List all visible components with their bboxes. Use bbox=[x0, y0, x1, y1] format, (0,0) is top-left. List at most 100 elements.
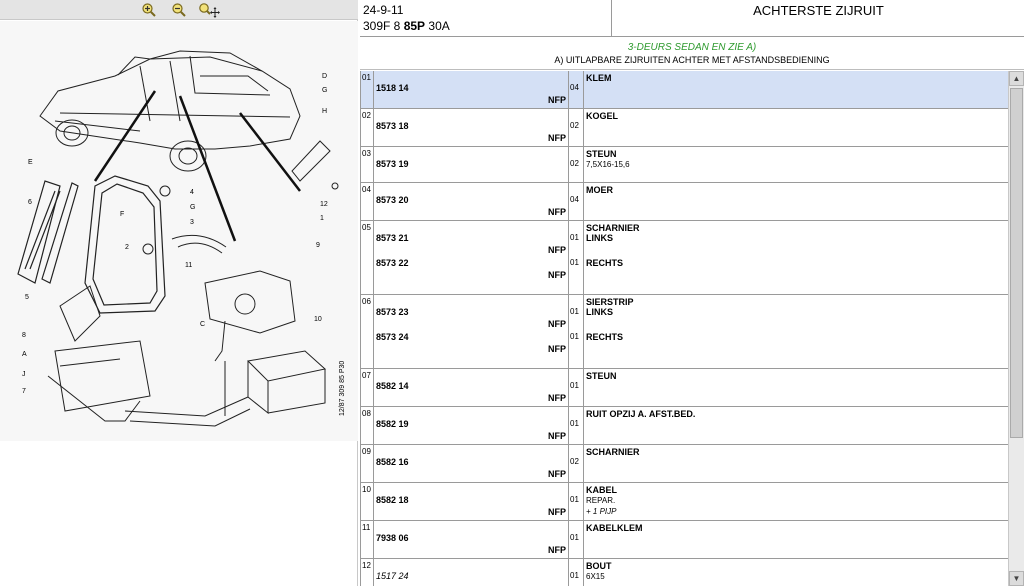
part-number[interactable]: 7938 06 bbox=[376, 533, 409, 543]
nfp-flag: NFP bbox=[548, 393, 566, 403]
row-index: 03 bbox=[361, 147, 374, 182]
description-detail: + 1 PIJP bbox=[586, 507, 617, 516]
quantity-cell: 02 bbox=[569, 147, 584, 182]
callout-label: 8 bbox=[22, 332, 26, 339]
zoom-out-button[interactable] bbox=[168, 1, 190, 19]
callout-label: 2 bbox=[125, 244, 129, 251]
scroll-up-button[interactable]: ▲ bbox=[1009, 71, 1024, 86]
part-reference-cell: 8582 14 NFP bbox=[374, 369, 569, 406]
part-number[interactable]: 8573 23 bbox=[376, 307, 409, 317]
part-description: SCHARNIER bbox=[586, 447, 640, 457]
callout-label: G bbox=[190, 204, 195, 211]
row-index: 07 bbox=[361, 369, 374, 406]
part-number[interactable]: 8573 22 bbox=[376, 258, 409, 268]
row-index: 12 bbox=[361, 559, 374, 586]
part-description: BOUT bbox=[586, 561, 612, 571]
zoom-pan-icon bbox=[199, 2, 220, 18]
description-detail: 6X15 bbox=[586, 572, 605, 581]
part-number[interactable]: 8582 18 bbox=[376, 495, 409, 505]
header-date: 24-9-11 bbox=[363, 3, 404, 17]
part-reference-cell: 8573 18 NFP bbox=[374, 109, 569, 146]
part-number[interactable]: 8573 21 bbox=[376, 233, 409, 243]
part-quantity: 01 bbox=[570, 495, 579, 504]
nfp-flag: NFP bbox=[548, 270, 566, 280]
part-number[interactable]: 8582 16 bbox=[376, 457, 409, 467]
parts-diagram[interactable]: D G H E 6 F 4 G 3 2 9 11 1 12 5 C 10 8 A… bbox=[0, 21, 358, 441]
row-index: 11 bbox=[361, 521, 374, 558]
part-quantity: 01 bbox=[570, 233, 579, 242]
page-title: ACHTERSTE ZIJRUIT bbox=[753, 3, 884, 18]
section-subtitle: 3-DEURS SEDAN EN ZIE A) A) UITLAPBARE ZI… bbox=[360, 38, 1024, 70]
callout-label: 1 bbox=[320, 215, 324, 222]
code-bold: 85P bbox=[403, 19, 426, 33]
part-number[interactable]: 8582 19 bbox=[376, 419, 409, 429]
part-number[interactable]: 8573 20 bbox=[376, 195, 409, 205]
part-number[interactable]: 1517 24 bbox=[376, 571, 409, 581]
part-quantity: 02 bbox=[570, 121, 579, 130]
part-number[interactable]: 8573 24 bbox=[376, 332, 409, 342]
part-number[interactable]: 8582 14 bbox=[376, 381, 409, 391]
part-quantity: 04 bbox=[570, 195, 579, 204]
part-description: STEUN bbox=[586, 371, 617, 381]
part-description: KLEM bbox=[586, 73, 612, 83]
scroll-up-icon: ▲ bbox=[1012, 74, 1021, 83]
description-detail: REPAR. bbox=[586, 496, 616, 505]
zoom-pan-button[interactable] bbox=[198, 1, 220, 19]
part-description: KOGEL bbox=[586, 111, 619, 121]
exploded-view-drawing: D G H E 6 F 4 G 3 2 9 11 1 12 5 C 10 8 A… bbox=[0, 21, 358, 441]
callout-label: G bbox=[322, 87, 327, 94]
row-index: 01 bbox=[361, 71, 374, 108]
part-number[interactable]: 8573 19 bbox=[376, 159, 409, 169]
scroll-thumb[interactable] bbox=[1010, 88, 1023, 438]
row-index: 02 bbox=[361, 109, 374, 146]
quantity-cell: 01 bbox=[569, 483, 584, 520]
callout-label: 6 bbox=[28, 199, 32, 206]
zoom-toolbar bbox=[0, 0, 358, 20]
scroll-down-icon: ▼ bbox=[1012, 574, 1021, 583]
diagram-pane: D G H E 6 F 4 G 3 2 9 11 1 12 5 C 10 8 A… bbox=[0, 0, 358, 586]
nfp-flag: NFP bbox=[548, 133, 566, 143]
callout-label: 10 bbox=[314, 316, 322, 323]
row-index: 04 bbox=[361, 183, 374, 220]
callout-label: 3 bbox=[190, 219, 194, 226]
row-index: 05 bbox=[361, 221, 374, 294]
part-description: KABEL bbox=[586, 485, 617, 495]
part-reference-cell: 7938 06 NFP bbox=[374, 521, 569, 558]
header-info: 24-9-11 309F 8 85P 30A bbox=[360, 0, 612, 37]
callout-label: E bbox=[28, 159, 33, 166]
part-number[interactable]: 1518 14 bbox=[376, 83, 409, 93]
zoom-in-button[interactable] bbox=[138, 1, 160, 19]
nfp-flag: NFP bbox=[548, 545, 566, 555]
parts-scrollbar[interactable]: ▲ ▼ bbox=[1008, 71, 1024, 586]
page-header: 24-9-11 309F 8 85P 30A ACHTERSTE ZIJRUIT bbox=[360, 0, 1024, 37]
scroll-down-button[interactable]: ▼ bbox=[1009, 571, 1024, 586]
quantity-cell: 02 bbox=[569, 445, 584, 482]
callout-label: H bbox=[322, 108, 327, 115]
part-quantity: 02 bbox=[570, 457, 579, 466]
part-quantity: 01 bbox=[570, 381, 579, 390]
quantity-cell: 01 bbox=[569, 407, 584, 444]
zoom-in-icon bbox=[142, 2, 156, 17]
part-number[interactable]: 8573 18 bbox=[376, 121, 409, 131]
